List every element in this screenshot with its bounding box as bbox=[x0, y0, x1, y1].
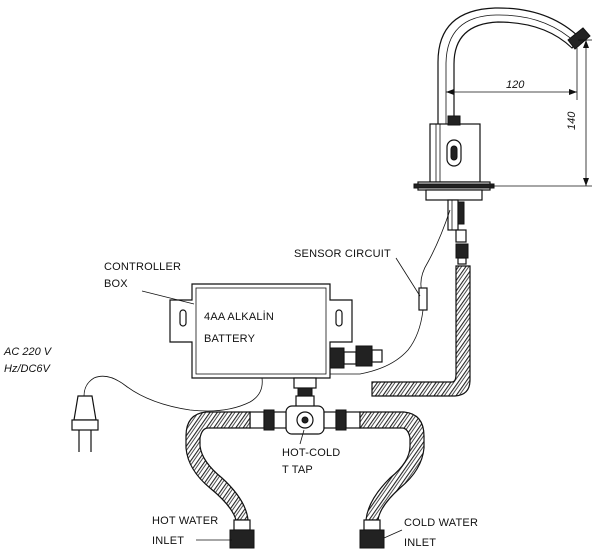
faucet-aerator bbox=[567, 27, 591, 50]
t-tap-leader bbox=[299, 429, 305, 445]
faucet bbox=[413, 7, 591, 231]
sensor-cable bbox=[330, 209, 451, 375]
faucet-spout-highlight bbox=[445, 14, 577, 125]
controller-box-leader bbox=[141, 290, 195, 305]
dimension-lines: 120 140 bbox=[446, 39, 592, 187]
hot-inlet-nut bbox=[229, 529, 255, 549]
power-label-line2: Hz/DC6V bbox=[4, 363, 52, 375]
power-label-line1: AC 220 V bbox=[3, 346, 53, 358]
cold-inlet-label-line2: INLET bbox=[404, 537, 436, 549]
faucet-base-washer bbox=[413, 183, 495, 189]
cold-water-hose bbox=[345, 411, 425, 549]
sensor-eye bbox=[450, 145, 458, 161]
battery-label-line2: BATTERY bbox=[204, 333, 256, 345]
controller-box-label-line1: CONTROLLER bbox=[104, 261, 181, 273]
faucet-stud bbox=[457, 201, 465, 225]
sensor-circuit-connector bbox=[418, 287, 428, 311]
t-tap-label-line1: HOT-COLD bbox=[282, 447, 340, 459]
hot-cold-t-tap bbox=[263, 395, 347, 435]
battery-label-line1: 4AA ALKALİN bbox=[204, 310, 274, 323]
reach-dimension-label: 120 bbox=[506, 79, 525, 91]
height-dimension-label: 140 bbox=[566, 111, 578, 130]
braided-hose-cold bbox=[359, 411, 425, 521]
faucet-shank bbox=[447, 199, 459, 231]
hot-inlet-label-line2: INLET bbox=[152, 535, 184, 547]
faucet-top-screw bbox=[447, 115, 461, 126]
t-tap-label-line2: T TAP bbox=[282, 464, 313, 476]
mount-slot-left bbox=[179, 309, 187, 327]
cold-inlet-leader bbox=[383, 529, 403, 539]
faucet-spout bbox=[437, 7, 581, 126]
faucet-supply-hose bbox=[355, 229, 471, 397]
controller-box-label-line2: BOX bbox=[104, 278, 128, 290]
mount-slot-right bbox=[335, 309, 343, 327]
hot-inlet-label-line1: HOT WATER bbox=[152, 515, 218, 527]
plug-body bbox=[73, 395, 97, 421]
braided-hose-faucet bbox=[371, 265, 471, 397]
power-cable bbox=[71, 375, 263, 452]
plug-collar bbox=[71, 419, 99, 431]
braided-hose-hot bbox=[185, 411, 251, 521]
controller-box bbox=[169, 283, 357, 397]
sensor-circuit-leader bbox=[395, 257, 421, 297]
faucet-mount-nut bbox=[425, 189, 483, 201]
cold-inlet-label-line1: COLD WATER bbox=[404, 517, 478, 529]
hot-water-hose bbox=[185, 411, 265, 549]
sensor-circuit-label: SENSOR CIRCUIT bbox=[294, 248, 391, 260]
cold-inlet-nut bbox=[359, 529, 385, 549]
